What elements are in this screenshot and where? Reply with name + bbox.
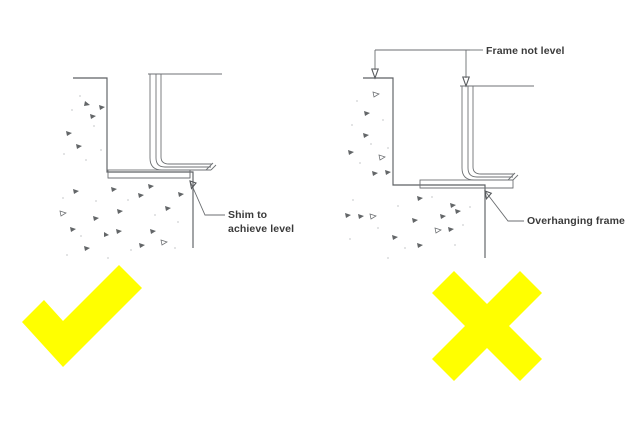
concrete-outline-left	[73, 77, 194, 248]
panel-correct: Shim to achieve level	[59, 73, 294, 259]
overhanging-frame-leader	[484, 190, 524, 222]
frame-not-level-label: Frame not level	[486, 45, 565, 57]
frame-profile-left	[148, 73, 222, 171]
concrete-hatch-left-lower	[59, 184, 184, 259]
concrete-outline-right	[363, 77, 486, 258]
shim-leader-left	[189, 180, 225, 216]
panel-incorrect: Frame not level Overhanging frame	[345, 45, 625, 259]
shim-label-line2: achieve level	[228, 223, 294, 235]
frame-profile-right	[460, 85, 534, 181]
concrete-hatch-right-lower	[345, 196, 471, 259]
concrete-hatch-right-upper	[348, 91, 391, 176]
arrow-down-frame	[462, 76, 470, 88]
shim-label-line1: Shim to	[228, 209, 267, 221]
shim-plate-left	[107, 169, 191, 179]
concrete-hatch-left-upper	[63, 95, 105, 161]
overhanging-plate-right	[419, 179, 514, 189]
arrow-down-concrete	[371, 68, 379, 80]
verdict-cross	[432, 271, 542, 381]
verdict-checkmark	[22, 265, 142, 367]
concrete-profile-left	[73, 77, 194, 248]
frame-not-level-leader	[371, 49, 483, 88]
overhanging-frame-label: Overhanging frame	[527, 215, 625, 227]
